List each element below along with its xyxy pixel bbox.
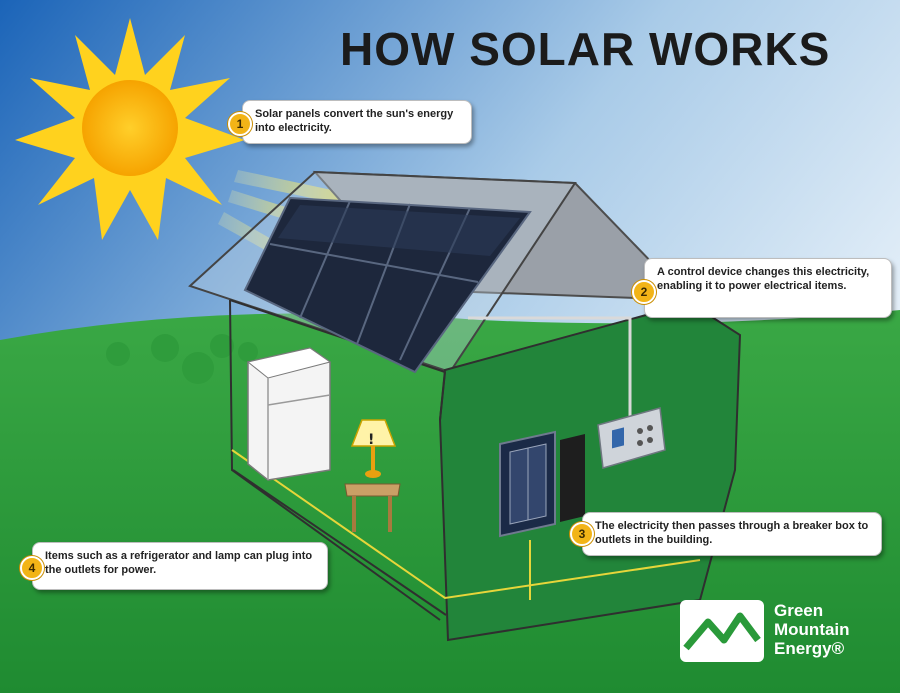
callout-step-4: Items such as a refrigerator and lamp ca…: [32, 542, 328, 590]
refrigerator-icon: [246, 347, 332, 481]
brand-logo-line-2: Mountain: [774, 620, 850, 639]
step-2-badge: 2: [632, 280, 656, 304]
lamp-icon: !: [350, 419, 397, 478]
breaker-box-icon: [499, 430, 585, 538]
brand-logo-line-1: Green: [774, 601, 824, 620]
step-3-badge: 3: [570, 522, 594, 546]
callout-step-3-text: The electricity then passes through a br…: [595, 520, 869, 546]
shrubs: [106, 334, 258, 384]
side-table-icon: [344, 483, 401, 532]
callout-step-2-text: A control device changes this electricit…: [657, 266, 870, 292]
inverter-icon: [597, 407, 666, 469]
callout-step-3: The electricity then passes through a br…: [582, 512, 882, 556]
page-title: HOW SOLAR WORKS: [340, 23, 831, 75]
sun-icon: [15, 18, 245, 240]
brand-logo-line-3: Energy®: [774, 639, 845, 658]
solar-panel-array: [243, 196, 532, 374]
green-mountain-logo-icon: [680, 600, 764, 662]
step-4-badge: 4: [20, 556, 44, 580]
svg-text:!: !: [368, 432, 374, 448]
callout-step-1-text: Solar panels convert the sun's energy in…: [255, 108, 454, 134]
callout-step-2: A control device changes this electricit…: [644, 258, 892, 318]
callout-step-1: Solar panels convert the sun's energy in…: [242, 100, 472, 144]
step-1-badge: 1: [228, 112, 252, 136]
callout-step-4-text: Items such as a refrigerator and lamp ca…: [45, 550, 313, 576]
brand-logo-text: Green Mountain Energy®: [774, 601, 894, 658]
